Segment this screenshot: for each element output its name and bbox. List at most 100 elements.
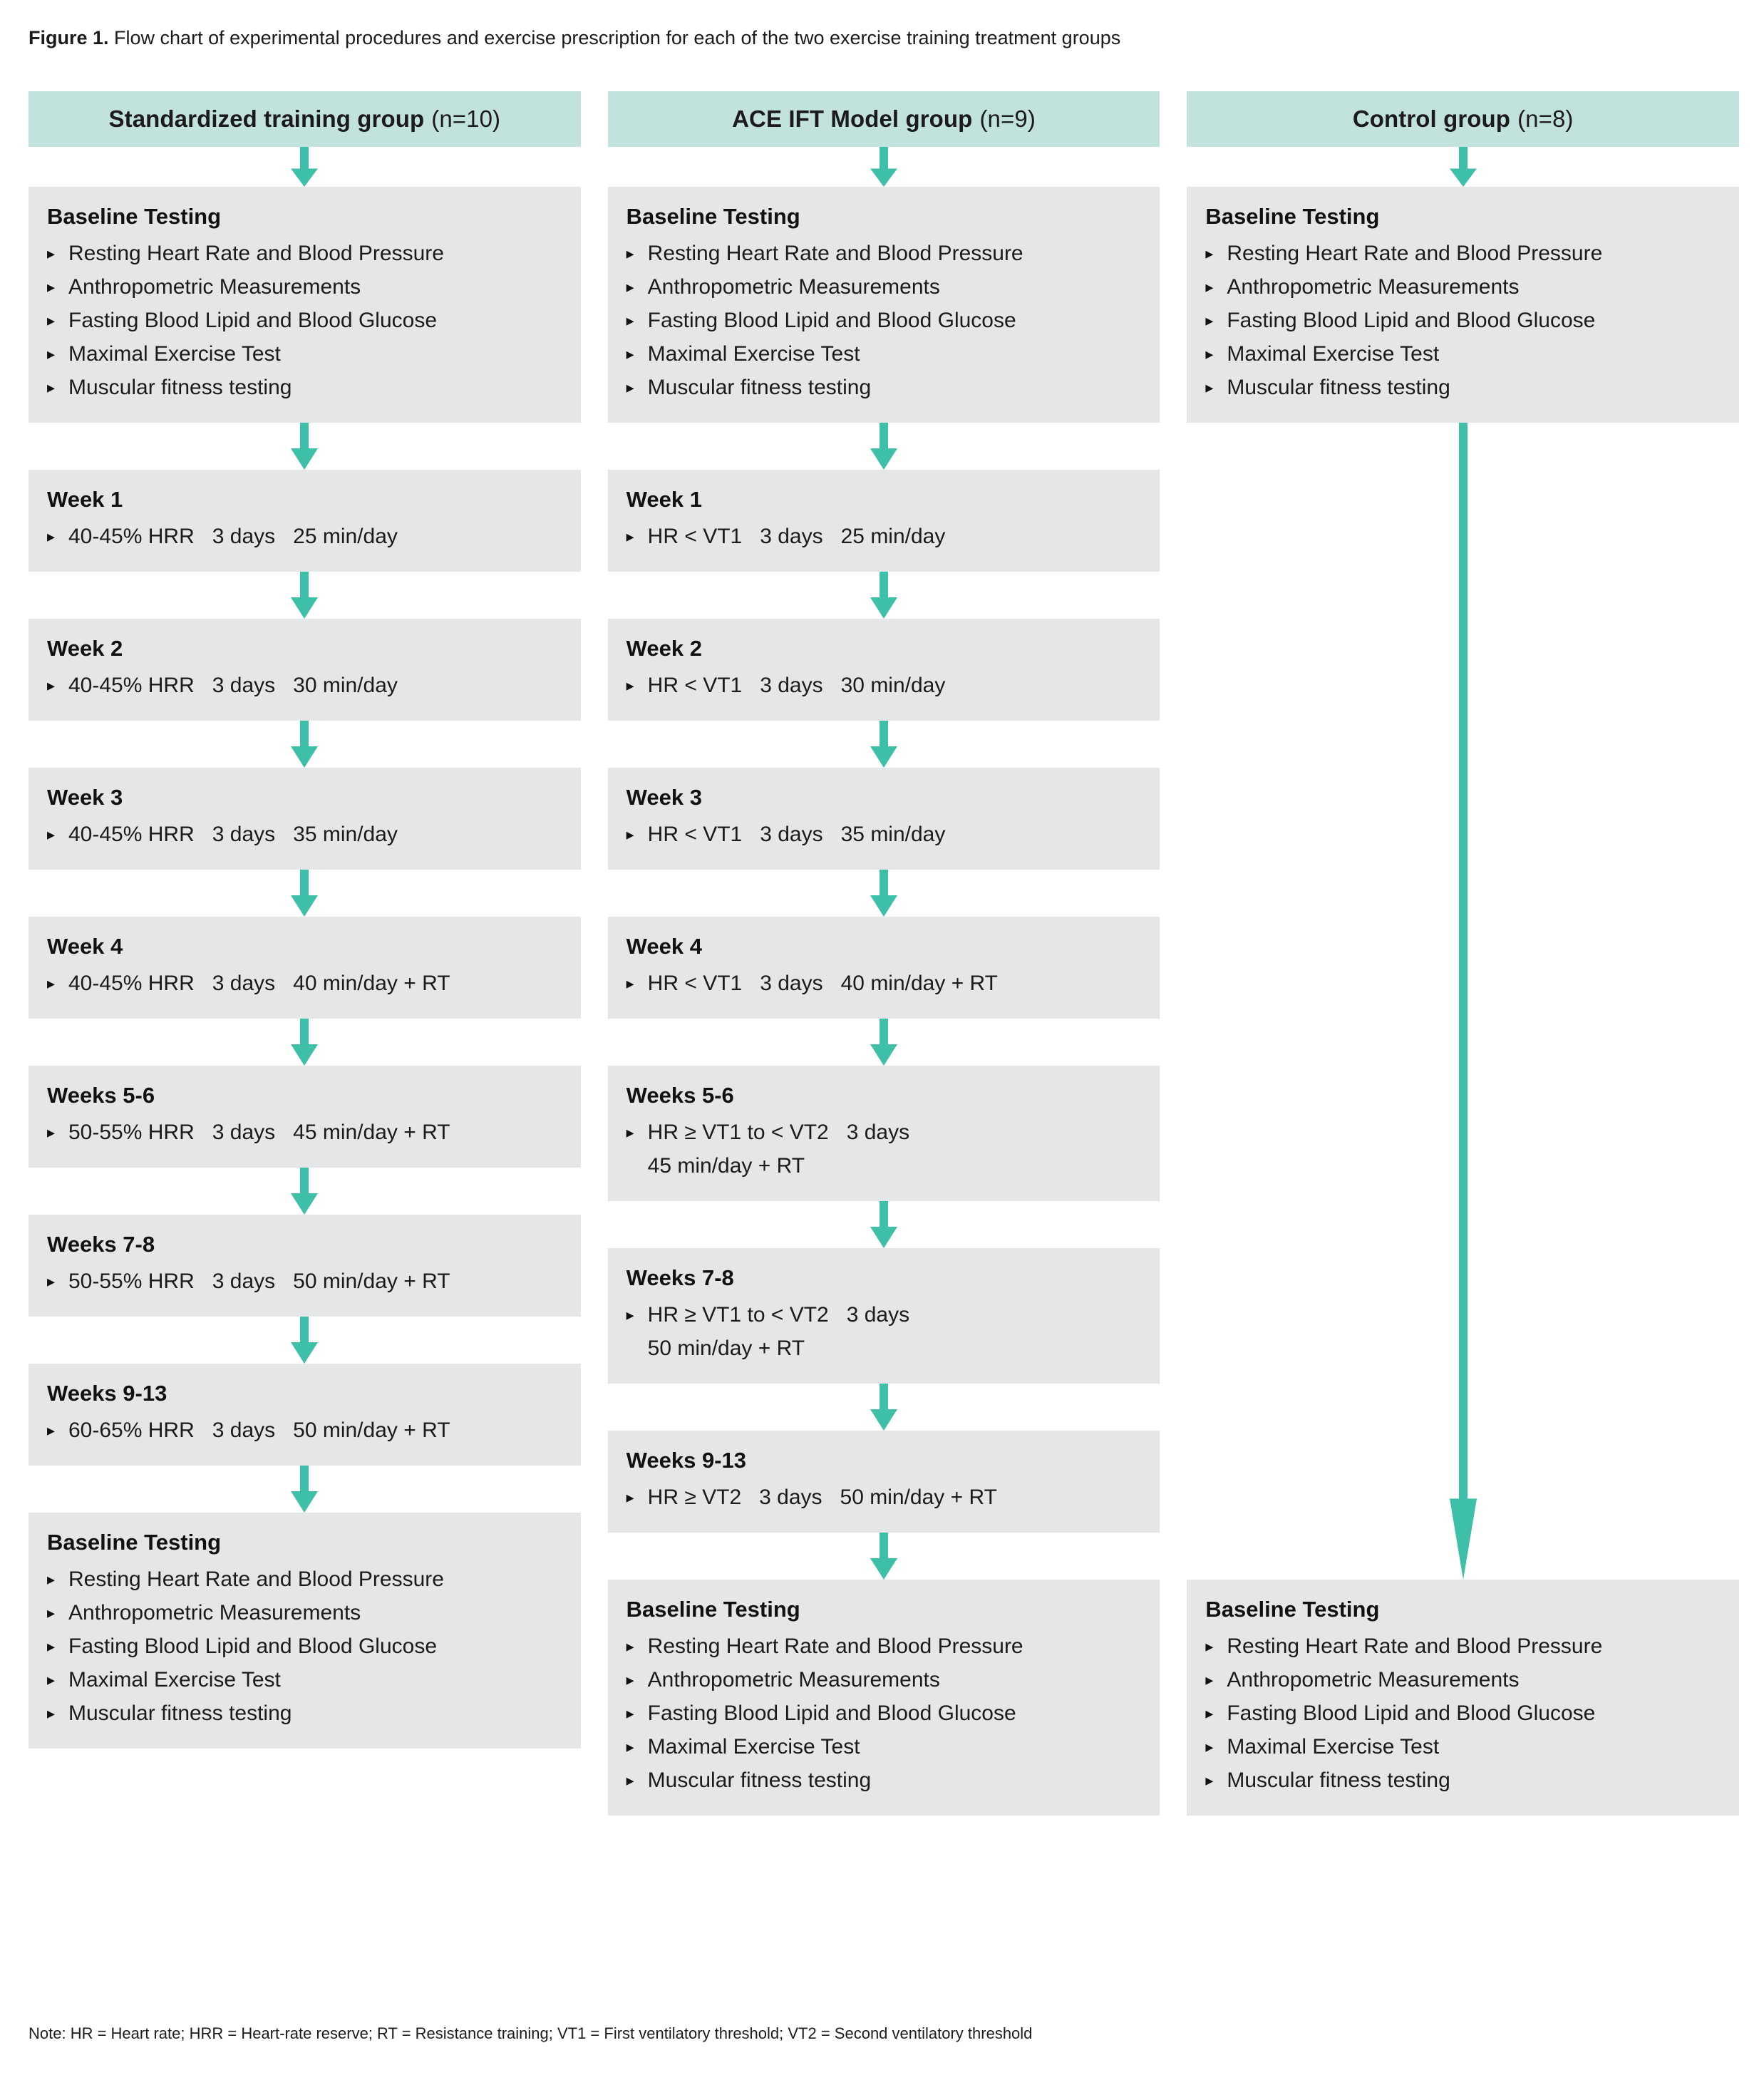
list-item-label: Muscular fitness testing xyxy=(1227,1769,1450,1792)
down-arrow-icon xyxy=(291,423,319,470)
list-item: ▸ 40-45% HRR 3 days 25 min/day xyxy=(47,520,562,553)
week-prescription-line-2: 50 min/day + RT xyxy=(647,1337,805,1360)
bullet-triangle-icon: ▸ xyxy=(1205,278,1214,296)
flow-arrow xyxy=(608,870,1160,917)
week-prescription-list: ▸HR ≥ VT2 3 days 50 min/day + RT xyxy=(626,1481,1142,1514)
week-prescription-label: HR < VT1 3 days 35 min/day xyxy=(648,818,1142,851)
bullet-triangle-icon: ▸ xyxy=(1205,1671,1214,1689)
list-item: ▸50-55% HRR 3 days 50 min/day + RT xyxy=(47,1265,562,1298)
list-item: ▸Maximal Exercise Test xyxy=(1205,1730,1721,1764)
bullet-triangle-icon: ▸ xyxy=(47,345,56,363)
list-item-label: Fasting Blood Lipid and Blood Glucose xyxy=(1227,309,1596,332)
list-item-label: Anthropometric Measurements xyxy=(68,275,361,299)
bullet-triangle-icon: ▸ xyxy=(47,1704,56,1722)
bullet-triangle-icon: ▸ xyxy=(626,1704,634,1722)
list-item-label: Muscular fitness testing xyxy=(647,1769,872,1792)
down-arrow-icon xyxy=(870,147,897,187)
week-box: Week 3▸40-45% HRR 3 days 35 min/day xyxy=(29,768,581,870)
list-item-label: Resting Heart Rate and Blood Pressure xyxy=(647,1634,1023,1658)
bullet-triangle-icon: ▸ xyxy=(626,1671,634,1689)
baseline-testing-top-box: Baseline Testing▸Resting Heart Rate and … xyxy=(1187,187,1740,423)
bullet-triangle-icon: ▸ xyxy=(626,527,634,545)
week-prescription-list: ▸50-55% HRR 3 days 50 min/day + RT xyxy=(47,1265,562,1298)
list-item-label: Anthropometric Measurements xyxy=(647,275,940,299)
bullet-triangle-icon: ▸ xyxy=(47,1604,56,1622)
list-item: ▸Fasting Blood Lipid and Blood Glucose xyxy=(47,1630,562,1663)
week-prescription-line-1: 40-45% HRR 3 days 25 min/day xyxy=(68,525,398,548)
list-item: ▸Muscular fitness testing xyxy=(47,371,562,404)
bullet-triangle-icon: ▸ xyxy=(47,1671,56,1689)
down-arrow-icon xyxy=(1449,147,1477,187)
list-item: ▸Maximal Exercise Test xyxy=(626,337,1142,371)
column-header-count: (n=8) xyxy=(1517,105,1574,132)
list-item: ▸Resting Heart Rate and Blood Pressure xyxy=(626,237,1142,270)
baseline-testing-top-box: Baseline Testing ▸Resting Heart Rate and … xyxy=(29,187,581,423)
flow-chart: Standardized training group(n=10) Baselin… xyxy=(29,91,1740,1816)
bullet-triangle-icon: ▸ xyxy=(626,379,634,396)
down-arrow-icon xyxy=(291,1466,319,1513)
bullet-triangle-icon: ▸ xyxy=(47,527,56,545)
week-prescription-label: HR < VT1 3 days 30 min/day xyxy=(648,669,1142,702)
list-item: ▸Fasting Blood Lipid and Blood Glucose xyxy=(626,1697,1142,1730)
week-prescription-line-1: 60-65% HRR 3 days 50 min/day + RT xyxy=(68,1419,450,1442)
bullet-triangle-icon: ▸ xyxy=(1205,1637,1214,1655)
list-item: ▸40-45% HRR 3 days 35 min/day xyxy=(47,818,562,851)
list-item-label: Fasting Blood Lipid and Blood Glucose xyxy=(1227,1702,1596,1725)
week-prescription-label: 50-55% HRR 3 days 45 min/day + RT xyxy=(68,1116,562,1149)
week-title: Weeks 7-8 xyxy=(47,1232,155,1257)
week-box: Weeks 9-13▸HR ≥ VT2 3 days 50 min/day + … xyxy=(607,1431,1160,1533)
flow-arrow xyxy=(608,1533,1160,1580)
week-title: Weeks 9-13 xyxy=(47,1381,167,1406)
bullet-triangle-icon: ▸ xyxy=(626,1738,634,1756)
down-arrow-icon xyxy=(870,1201,897,1248)
list-item: ▸Anthropometric Measurements xyxy=(1205,1663,1721,1697)
list-item: ▸Muscular fitness testing xyxy=(626,371,1142,404)
week-prescription-label: 40-45% HRR 3 days 35 min/day xyxy=(68,818,562,851)
week-prescription-list: ▸ 40-45% HRR 3 days 25 min/day xyxy=(47,520,562,553)
week-prescription-line-1: HR < VT1 3 days 35 min/day xyxy=(647,823,946,846)
week-prescription-label: 40-45% HRR 3 days 25 min/day xyxy=(68,520,562,553)
list-item-label: Muscular fitness testing xyxy=(68,1702,292,1725)
week-prescription-list: ▸40-45% HRR 3 days 35 min/day xyxy=(47,818,562,851)
flow-arrow xyxy=(608,147,1160,187)
list-item: ▸60-65% HRR 3 days 50 min/day + RT xyxy=(47,1414,562,1447)
week-prescription-line-2: 45 min/day + RT xyxy=(647,1154,805,1178)
baseline-testing-top-title: Baseline Testing xyxy=(47,204,222,229)
week-prescription-line-1: HR ≥ VT1 to < VT2 3 days xyxy=(647,1303,910,1327)
baseline-testing-bottom-title: Baseline Testing xyxy=(1205,1597,1380,1622)
bullet-triangle-icon: ▸ xyxy=(626,676,634,694)
column-header-standardized-training: Standardized training group(n=10) xyxy=(29,91,581,147)
list-item: ▸Resting Heart Rate and Blood Pressure xyxy=(47,237,562,270)
baseline-testing-bottom-title: Baseline Testing xyxy=(47,1530,222,1555)
week-title: Week 3 xyxy=(626,785,702,810)
bullet-triangle-icon: ▸ xyxy=(626,825,634,843)
week-prescription-label: HR ≥ VT2 3 days 50 min/day + RT xyxy=(648,1481,1142,1514)
list-item: ▸Maximal Exercise Test xyxy=(47,337,562,371)
flow-arrow xyxy=(29,1019,581,1066)
week-prescription-line-1: 50-55% HRR 3 days 50 min/day + RT xyxy=(68,1270,450,1293)
bullet-triangle-icon: ▸ xyxy=(626,1123,634,1141)
week-prescription-list: ▸ HR < VT1 3 days 30 min/day xyxy=(626,669,1142,702)
week-prescription-label: 40-45% HRR 3 days 40 min/day + RT xyxy=(68,967,562,1000)
list-item-label: Anthropometric Measurements xyxy=(1227,275,1520,299)
baseline-testing-bottom-list: ▸Resting Heart Rate and Blood Pressure▸A… xyxy=(626,1630,1142,1797)
bullet-triangle-icon: ▸ xyxy=(626,278,634,296)
week-prescription-list: ▸60-65% HRR 3 days 50 min/day + RT xyxy=(47,1414,562,1447)
list-item: ▸Maximal Exercise Test xyxy=(1205,337,1721,371)
list-item: ▸Resting Heart Rate and Blood Pressure xyxy=(1205,237,1721,270)
week-prescription-line-1: HR < VT1 3 days 30 min/day xyxy=(647,674,946,697)
week-prescription-line-1: HR ≥ VT2 3 days 50 min/day + RT xyxy=(647,1486,997,1509)
week-prescription-line-1: 50-55% HRR 3 days 45 min/day + RT xyxy=(68,1121,450,1144)
bullet-triangle-icon: ▸ xyxy=(1205,312,1214,329)
week-prescription-line-1: 40-45% HRR 3 days 35 min/day xyxy=(68,823,398,846)
bullet-triangle-icon: ▸ xyxy=(47,278,56,296)
week-title: Weeks 5-6 xyxy=(47,1083,155,1108)
week-title: Week 4 xyxy=(626,934,702,959)
week-prescription-list: ▸50-55% HRR 3 days 45 min/day + RT xyxy=(47,1116,562,1149)
baseline-testing-top-list: ▸Resting Heart Rate and Blood Pressure ▸ A… xyxy=(1205,237,1721,404)
week-prescription-label: HR < VT1 3 days 40 min/day + RT xyxy=(648,967,1142,1000)
bullet-triangle-icon: ▸ xyxy=(626,244,634,262)
week-box: Weeks 9-13 ▸60-65% HRR 3 days 50 min/day … xyxy=(29,1364,581,1466)
